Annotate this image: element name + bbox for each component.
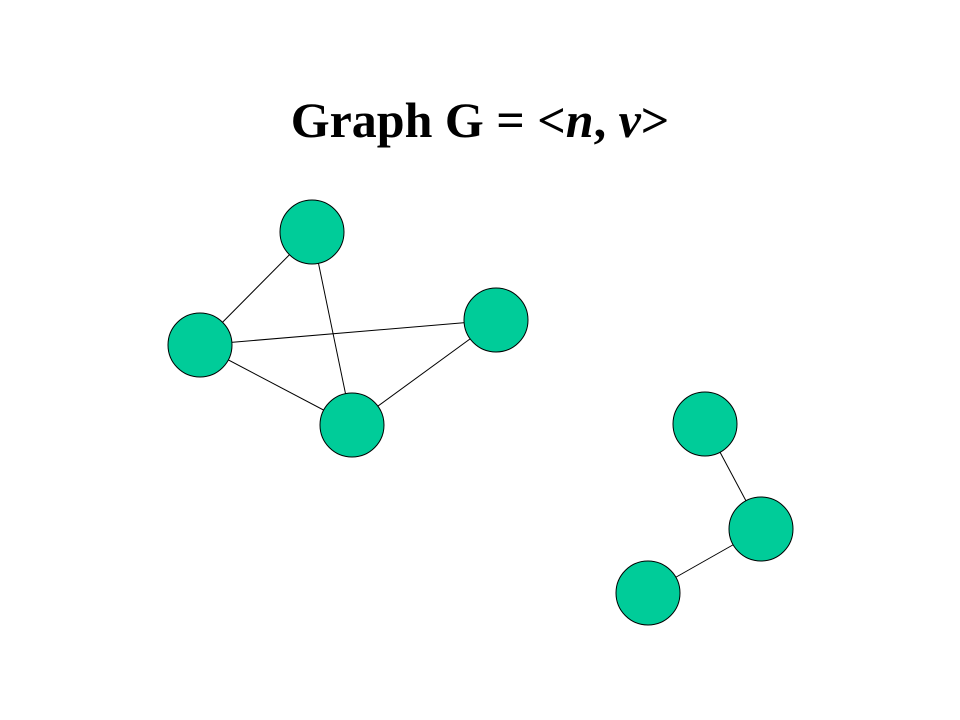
node-g — [615, 560, 681, 626]
title-var-v: v — [618, 92, 641, 148]
node-c — [463, 287, 529, 353]
node-e — [672, 391, 738, 457]
title-suffix: > — [640, 92, 670, 148]
node-d — [319, 392, 385, 458]
edge-a-d — [311, 231, 353, 426]
slide-title: Graph G = <n, v> — [0, 88, 960, 152]
title-prefix: Graph G = < — [290, 92, 566, 148]
node-b — [167, 312, 233, 378]
node-a — [279, 199, 345, 265]
graph-nodes — [167, 199, 794, 626]
edge-b-c — [199, 319, 497, 346]
title-separator: , — [593, 92, 619, 148]
title-var-n: n — [565, 92, 594, 148]
node-f — [728, 496, 794, 562]
